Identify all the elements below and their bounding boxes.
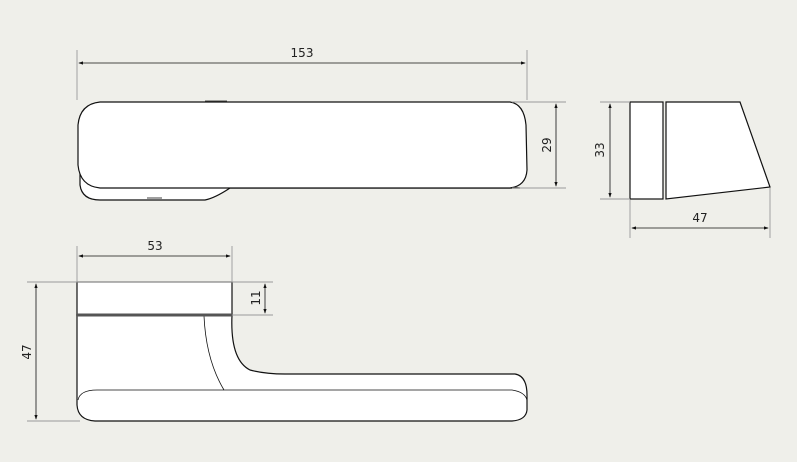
side-view-handle — [665, 101, 771, 200]
dim-label-11: 11 — [249, 290, 263, 305]
front-view: 53 11 47 — [20, 239, 528, 422]
dim-label-53: 53 — [147, 239, 162, 253]
side-view-rose — [629, 101, 664, 200]
dim-label-47-front: 47 — [20, 344, 34, 359]
dim-label-29: 29 — [540, 137, 554, 152]
top-view: 153 29 — [76, 46, 566, 201]
dim-label-153: 153 — [291, 46, 314, 60]
dim-label-33: 33 — [593, 142, 607, 157]
top-view-body — [77, 101, 528, 189]
dim-label-47-side: 47 — [692, 211, 707, 225]
side-view: 33 47 — [593, 101, 771, 238]
front-view-lever — [76, 314, 528, 422]
front-view-rose — [76, 281, 233, 316]
